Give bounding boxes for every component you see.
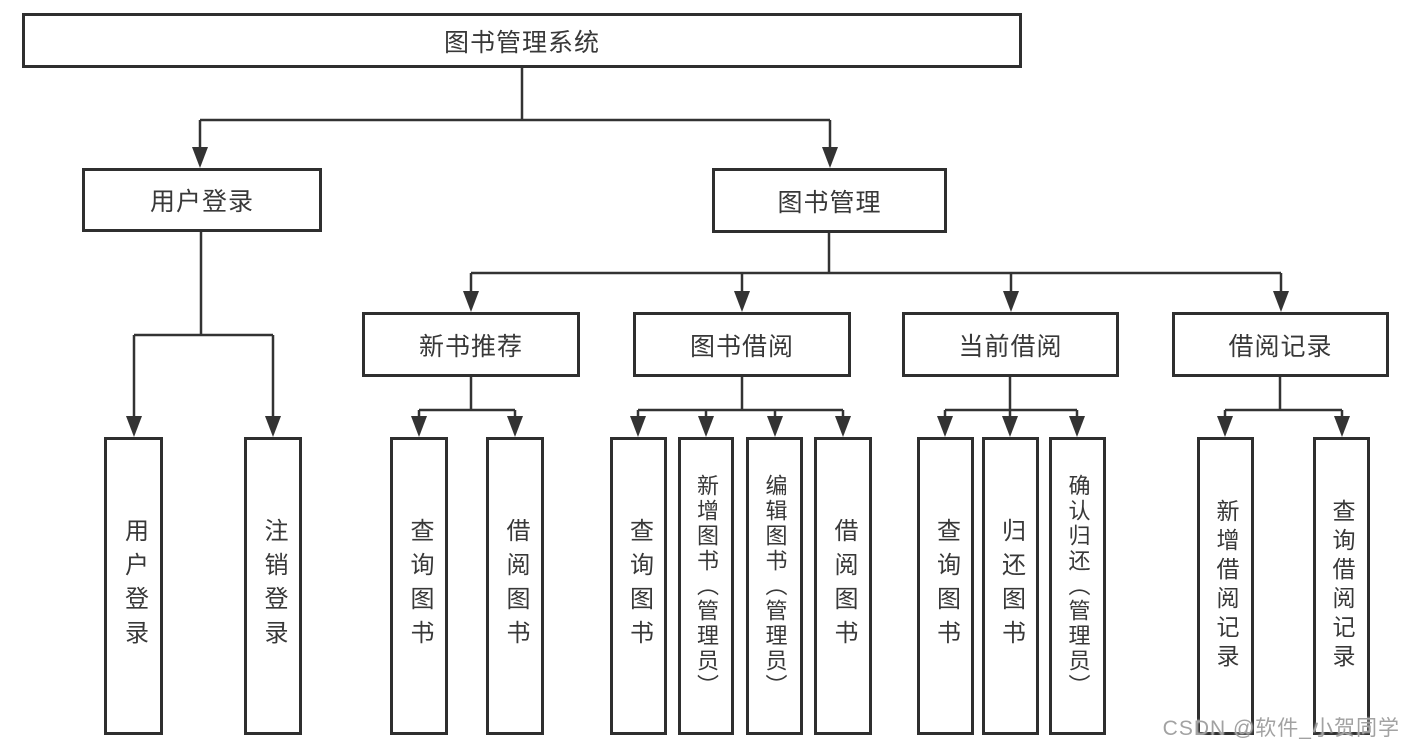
node-borrow-books: 借阅图书 — [814, 437, 872, 735]
node-label: 归还图书 — [997, 518, 1025, 654]
node-label: 查询图书 — [932, 518, 960, 654]
node-query-books-current: 查询图书 — [917, 437, 974, 735]
node-book-management: 图书管理 — [712, 168, 947, 233]
connector-user-login-group — [132, 232, 275, 422]
node-label: 图书管理系统 — [443, 28, 600, 57]
csdn-watermark: CSDN @软件_小贺同学 — [1162, 717, 1400, 740]
connector-borrow-record-group — [1223, 377, 1344, 422]
node-query-books-recommend: 查询图书 — [390, 437, 448, 735]
connector-book-borrow-group — [636, 377, 845, 422]
connector-new-book-group — [417, 377, 517, 422]
node-confirm-return-admin: 确认归还（管理员） — [1049, 437, 1106, 735]
node-label: 注销登录 — [260, 518, 287, 654]
node-label: 用户登录 — [120, 518, 148, 654]
node-label: 借阅图书 — [502, 518, 529, 654]
node-label: 图书借阅 — [689, 332, 794, 361]
node-current-borrowing: 当前借阅 — [902, 312, 1119, 377]
connector-root-to-level2 — [198, 68, 832, 152]
node-book-borrowing: 图书借阅 — [633, 312, 851, 377]
node-label: 查询图书 — [625, 518, 653, 654]
node-label: 新增图书（管理员） — [694, 473, 719, 699]
node-user-login-leaf: 用户登录 — [104, 437, 163, 735]
node-add-book-admin: 新增图书（管理员） — [678, 437, 734, 735]
node-label: 查询图书 — [406, 518, 433, 654]
node-label: 编辑图书（管理员） — [762, 473, 788, 699]
connector-current-borrow-group — [943, 377, 1079, 422]
node-logout: 注销登录 — [244, 437, 302, 735]
node-borrow-books-recommend: 借阅图书 — [486, 437, 544, 735]
node-user-login: 用户登录 — [82, 168, 322, 232]
node-library-management-system: 图书管理系统 — [22, 13, 1022, 68]
node-edit-book-admin: 编辑图书（管理员） — [746, 437, 803, 735]
arrowheads — [126, 147, 1350, 437]
connector-book-management-group — [469, 233, 1283, 296]
node-label: 确认归还（管理员） — [1065, 473, 1091, 699]
node-label: 图书管理 — [777, 188, 882, 217]
node-borrowing-records: 借阅记录 — [1172, 312, 1389, 377]
node-new-book-recommendation: 新书推荐 — [362, 312, 580, 377]
node-label: 借阅图书 — [830, 518, 857, 654]
node-query-books-borrow: 查询图书 — [610, 437, 667, 735]
node-label: 新书推荐 — [418, 332, 523, 361]
node-label: 查询借阅记录 — [1329, 499, 1355, 673]
node-label: 用户登录 — [149, 188, 254, 216]
node-return-book: 归还图书 — [982, 437, 1039, 735]
node-label: 新增借阅记录 — [1213, 499, 1239, 673]
node-query-borrow-record: 查询借阅记录 — [1313, 437, 1370, 735]
node-label: 借阅记录 — [1228, 332, 1333, 361]
node-add-borrow-record: 新增借阅记录 — [1197, 437, 1254, 735]
node-label: 当前借阅 — [958, 332, 1063, 361]
